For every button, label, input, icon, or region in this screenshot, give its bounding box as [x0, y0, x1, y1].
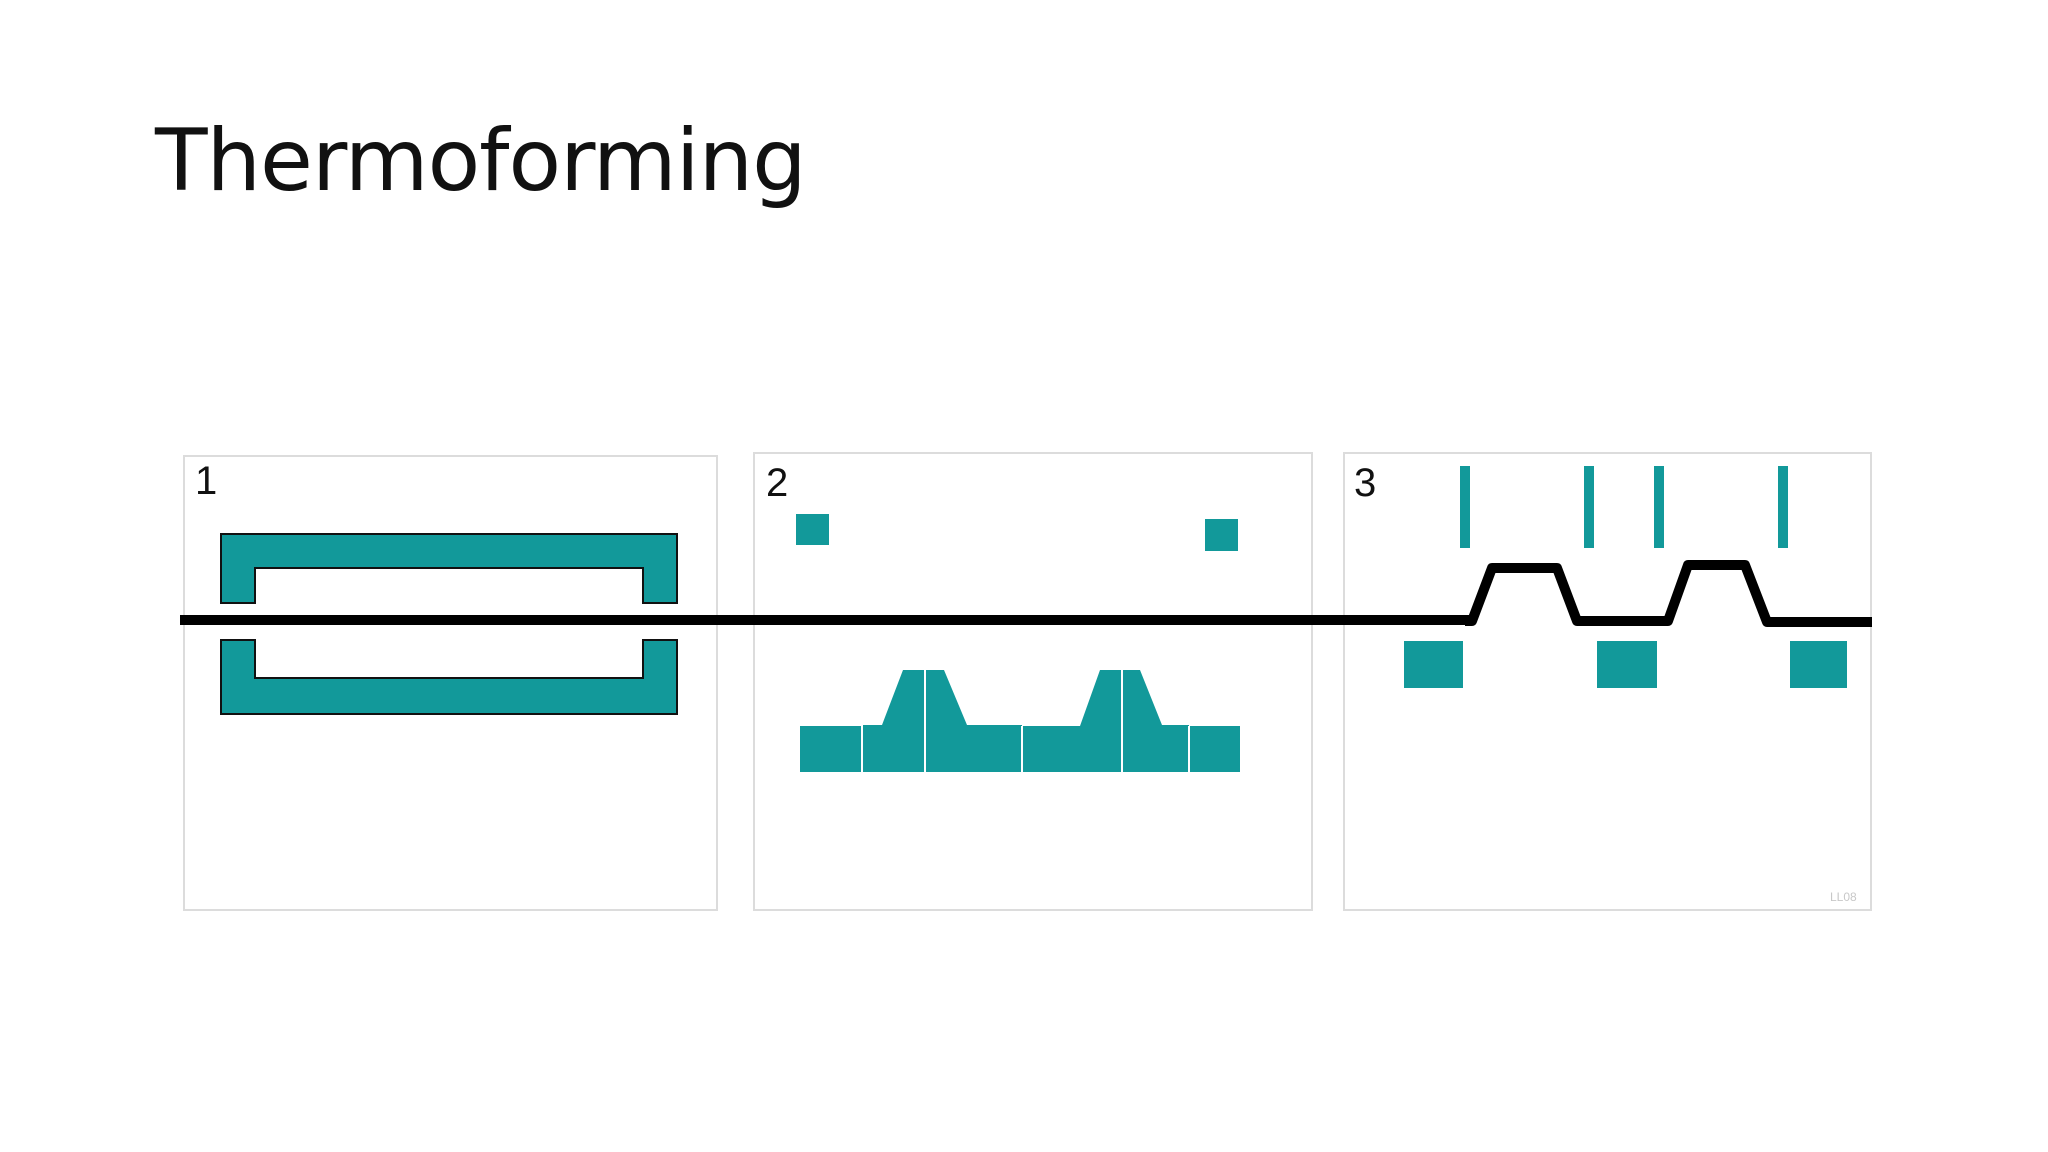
plug-left	[796, 514, 829, 545]
clamp-frame-bottom	[220, 639, 678, 715]
clamp-frame	[220, 533, 678, 715]
slide-title: Thermoforming	[155, 111, 807, 211]
pressure-pins	[1460, 466, 1788, 548]
panel-2-label: 2	[766, 461, 788, 505]
forming-mold	[800, 670, 1240, 772]
watermark: LL08	[1830, 890, 1857, 904]
lower-supports	[1404, 641, 1847, 688]
panel-3-label: 3	[1354, 461, 1376, 505]
plastic-sheet	[180, 560, 1872, 627]
plug-right	[1205, 519, 1238, 551]
panel-1-label: 1	[195, 459, 217, 503]
clamp-frame-top	[220, 533, 678, 604]
sheet-formed-section	[1465, 560, 1872, 627]
